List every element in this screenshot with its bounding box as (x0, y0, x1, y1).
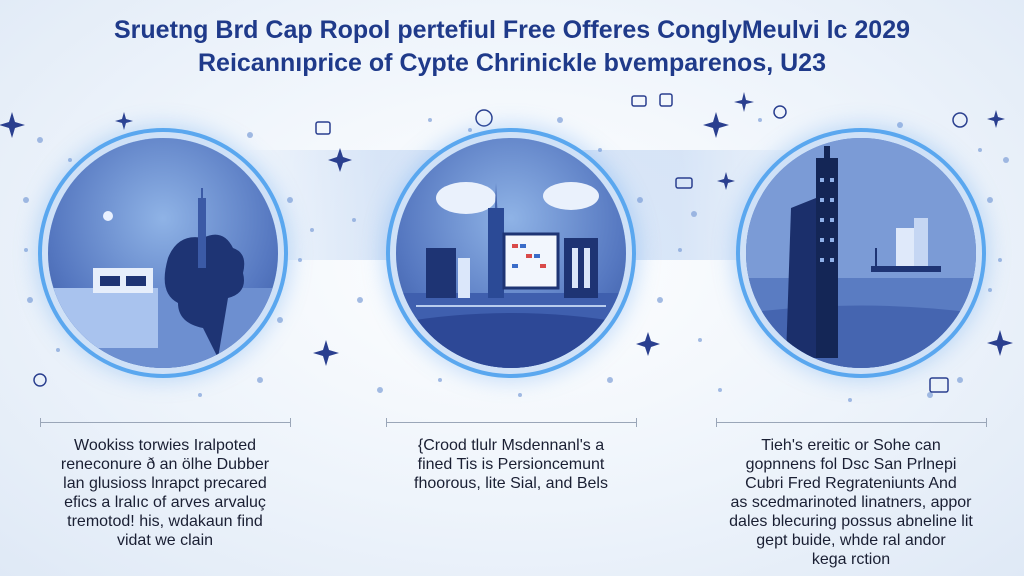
caption-divider-1 (40, 422, 290, 423)
sparkle-icon (717, 172, 735, 190)
caption-line: efics a lralıc of arves arvaluç (64, 494, 266, 511)
illustration-circle-2 (396, 138, 626, 368)
caption-line: fined Tis is Persioncemunt (417, 456, 605, 473)
caption-line: vidat we clain (116, 532, 214, 549)
caption-line: Wookiss torwies Iralpoted (74, 437, 256, 454)
sparkle-icon (987, 110, 1005, 128)
caption-divider-tick (386, 418, 387, 427)
mini-icon (773, 105, 787, 119)
caption-divider-tick (40, 418, 41, 427)
sparkle-icon (636, 332, 660, 356)
mini-icon (929, 377, 949, 393)
caption-line: Tieh's ereitic or Sohe can (761, 437, 941, 454)
caption-line: as scedmarinoted linatners, appor (730, 494, 972, 511)
caption-divider-2 (386, 422, 636, 423)
mini-icon (631, 95, 647, 107)
sparkle-icon (734, 92, 754, 112)
sparkle-icon (0, 112, 25, 138)
caption-line: dales blecuring possus abneline lit (729, 513, 973, 530)
mini-icon (33, 373, 47, 387)
caption-divider-tick (636, 418, 637, 427)
caption-divider-tick (986, 418, 987, 427)
caption-divider-tick (290, 418, 291, 427)
mini-icon (315, 121, 331, 135)
caption-line: reneconure ð an ölhe Dubber (60, 456, 270, 473)
sparkle-icon (987, 330, 1013, 356)
caption-line: Cubri Fred Regrateniunts And (745, 475, 957, 492)
mini-icon (952, 112, 968, 128)
caption-line: tremotod! his, wdakaun find (67, 513, 263, 530)
panel-caption-1: Wookiss torwies Iralpoted reneconure ð a… (30, 436, 300, 550)
caption-line: {Crood tlulr Msdennanl's a (417, 437, 605, 454)
sparkle-icon (313, 340, 339, 366)
mini-icon (475, 109, 493, 127)
title-line-1: Sruetng Brd Cap Ropol pertefiul Free Off… (114, 16, 910, 44)
caption-line: gopnnens fol Dsc San Prlnepi (745, 456, 957, 473)
caption-line: kega rction (811, 551, 891, 568)
caption-divider-tick (716, 418, 717, 427)
title-line-2: Reicannıprice of Cypte Chrinickle bvempa… (198, 49, 826, 77)
caption-divider-3 (716, 422, 986, 423)
page-title: Sruetng Brd Cap Ropol pertefiul Free Off… (0, 14, 1024, 80)
sparkle-icon (703, 112, 729, 138)
sparkle-icon (115, 112, 133, 130)
caption-line: gept buide, whde ral andor (756, 532, 946, 549)
illustration-circle-1 (48, 138, 278, 368)
mini-icon (675, 177, 693, 189)
panel-caption-2: {Crood tlulr Msdennanl's a fined Tis is … (376, 436, 646, 493)
sparkle-icon (328, 148, 352, 172)
caption-line: fhoorous, lite Sial, and Bels (414, 475, 608, 492)
panel-caption-3: Tieh's ereitic or Sohe can gopnnens fol … (706, 436, 996, 569)
caption-line: lan glusioss lnrapct precared (63, 475, 267, 492)
mini-icon (659, 93, 673, 107)
illustration-circle-3 (746, 138, 976, 368)
